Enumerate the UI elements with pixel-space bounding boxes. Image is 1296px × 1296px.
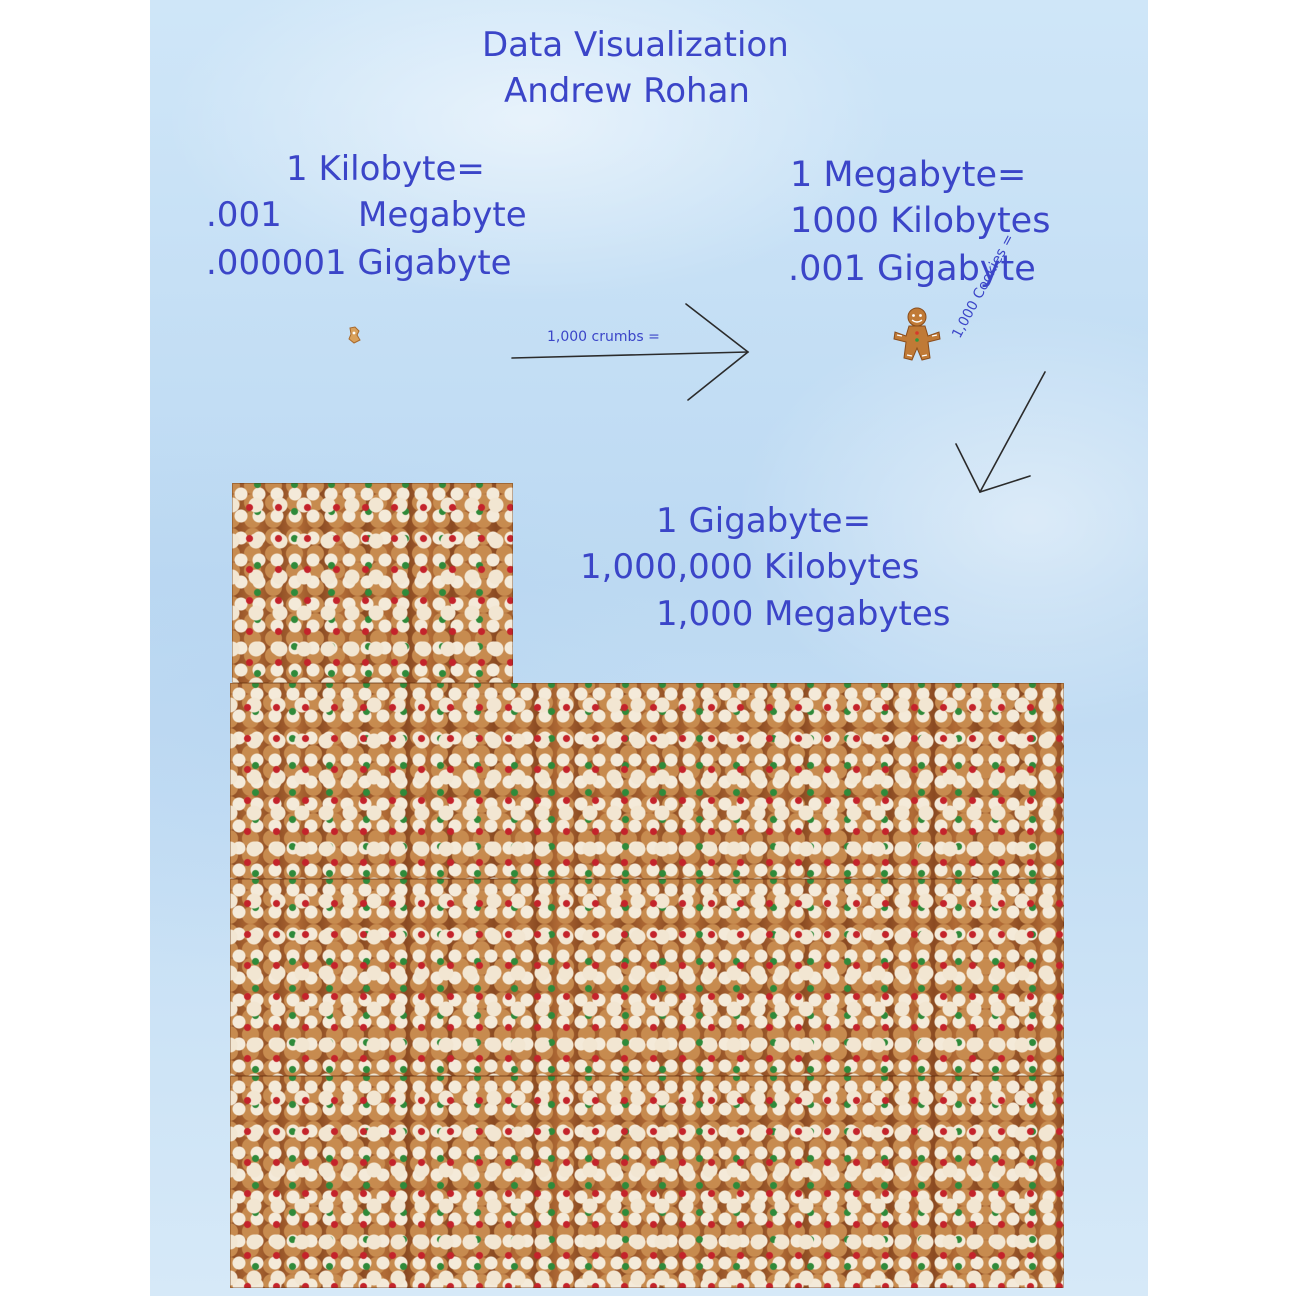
megabyte-kilobytes-line: 1000 Kilobytes (790, 201, 1051, 241)
crumbs-arrow-shaft (511, 351, 749, 359)
cookies-arrow-head (955, 443, 1031, 493)
conversion-arrows (511, 303, 1046, 493)
kilobyte-heading: 1 Kilobyte= (286, 149, 485, 189)
crumbs-arrow-head (685, 303, 750, 401)
kilobyte-megabyte-value: .001 (206, 195, 282, 235)
gigabyte-heading: 1 Gigabyte= (656, 501, 872, 541)
slide-title: Data Visualization (482, 25, 789, 65)
cookie-grid-row-3 (230, 1076, 1064, 1288)
cookies-arrow-shaft (979, 371, 1046, 493)
cookie-grid-block-top (232, 483, 513, 683)
megabyte-gigabyte-line: .001 Gigabyte (788, 249, 1036, 289)
crumbs-arrow-label: 1,000 crumbs = (547, 329, 660, 345)
gigabyte-megabytes-line: 1,000 Megabytes (656, 594, 951, 634)
slide-author: Andrew Rohan (504, 71, 750, 111)
kilobyte-gigabyte-line: .000001 Gigabyte (206, 243, 512, 283)
cookie-grid-row-2 (230, 879, 1064, 1076)
crumb-icon (348, 326, 361, 344)
slide-canvas: Data Visualization Andrew Rohan 1 Kiloby… (150, 0, 1148, 1296)
gigabyte-kilobytes-line: 1,000,000 Kilobytes (580, 547, 920, 587)
megabyte-heading: 1 Megabyte= (790, 155, 1027, 195)
gingerbread-cookie-icon (893, 307, 941, 361)
kilobyte-megabyte-unit: Megabyte (358, 195, 527, 235)
cookie-grid-row-1 (230, 683, 1064, 879)
